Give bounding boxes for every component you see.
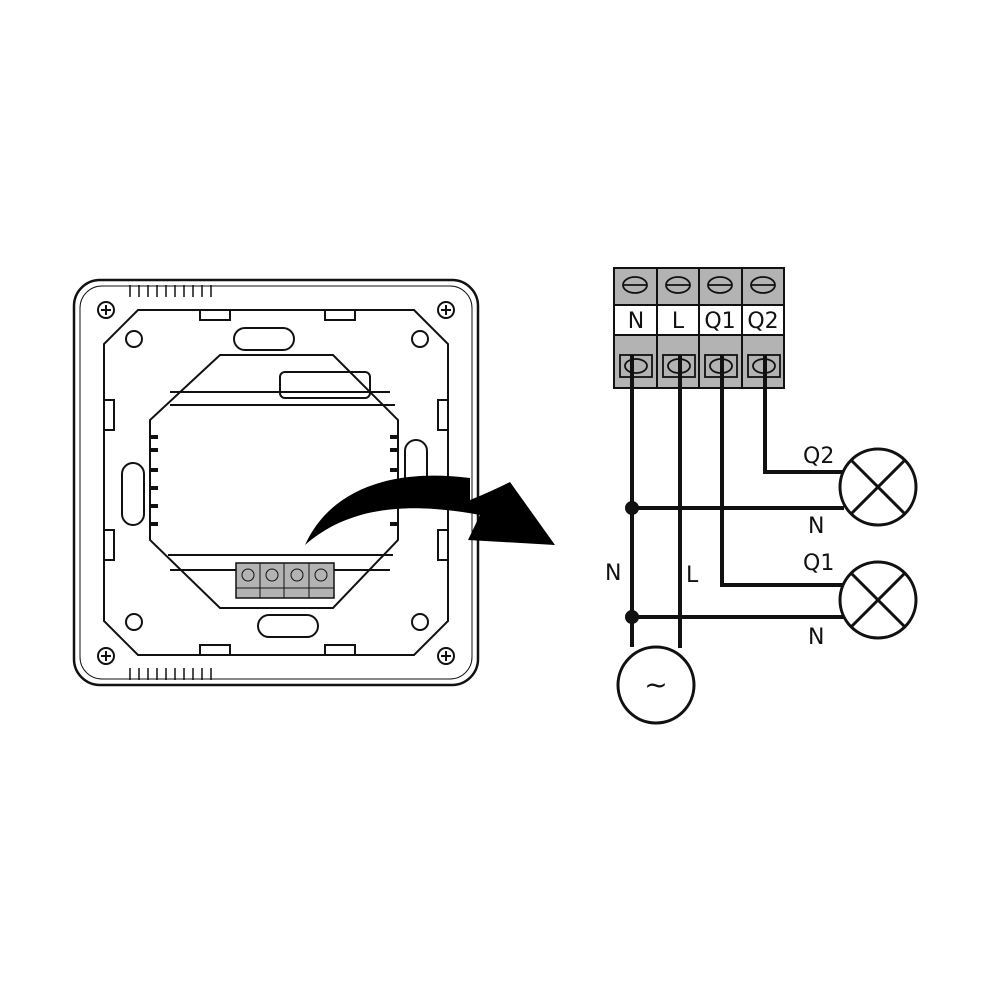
terminal-label-q1: Q1 bbox=[704, 309, 735, 334]
lamp-q1-neutral-label: N bbox=[808, 625, 824, 650]
lamp-q1-icon bbox=[838, 560, 918, 640]
screw-icon bbox=[97, 647, 115, 665]
junction-dot bbox=[625, 501, 639, 515]
neutral-wire-label: N bbox=[605, 561, 621, 586]
lamp-q2-neutral-label: N bbox=[808, 514, 824, 539]
ac-symbol: ~ bbox=[644, 668, 667, 701]
terminal-label-l: L bbox=[672, 309, 685, 334]
screw-icon bbox=[437, 647, 455, 665]
wires bbox=[630, 355, 844, 648]
lamp-q2-output-label: Q2 bbox=[803, 444, 834, 469]
wire-q2 bbox=[763, 355, 844, 474]
live-wire-label: L bbox=[686, 563, 699, 588]
lamp-q2-icon bbox=[838, 447, 918, 527]
wire-q1 bbox=[720, 355, 843, 587]
device-back-plate bbox=[72, 278, 480, 687]
terminal-label-n: N bbox=[628, 309, 644, 334]
terminal-label-q2: Q2 bbox=[747, 309, 778, 334]
ac-source-icon: ~ bbox=[616, 645, 696, 725]
junction-dot bbox=[625, 610, 639, 624]
lamp-q1-output-label: Q1 bbox=[803, 551, 834, 576]
curved-arrow-icon bbox=[305, 475, 555, 545]
screw-icon bbox=[97, 301, 115, 319]
screw-icon bbox=[437, 301, 455, 319]
device-terminal-block bbox=[235, 562, 335, 599]
terminal-block: N L Q1 Q2 bbox=[613, 267, 785, 389]
